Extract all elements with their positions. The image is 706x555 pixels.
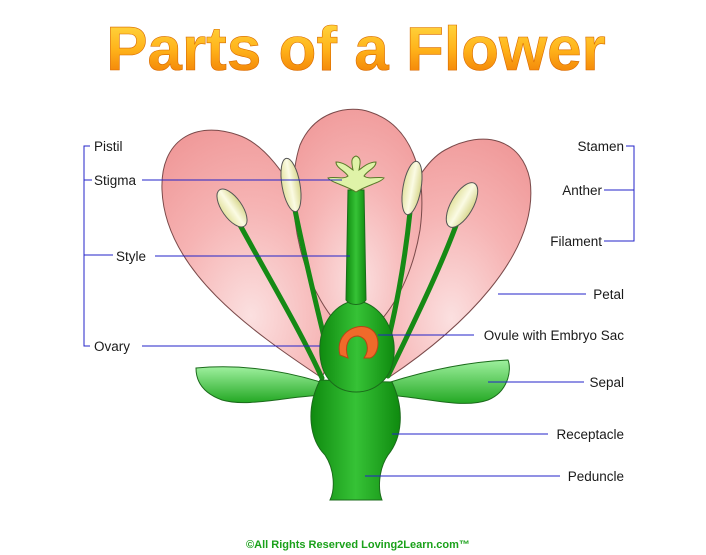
copyright-notice: ©All Rights Reserved Loving2Learn.com™ bbox=[246, 539, 470, 551]
diagram-title: Parts of a Flower bbox=[106, 15, 606, 84]
ovary bbox=[319, 299, 395, 393]
anther-4 bbox=[445, 182, 479, 228]
label-stamen: Stamen bbox=[577, 139, 624, 154]
leader-lines bbox=[142, 179, 586, 477]
label-ovule: Ovule with Embryo Sac bbox=[484, 328, 625, 343]
label-ovary: Ovary bbox=[94, 339, 130, 354]
stamen-bracket bbox=[604, 145, 635, 242]
label-receptacle: Receptacle bbox=[556, 427, 624, 442]
label-peduncle: Peduncle bbox=[568, 469, 624, 484]
receptacle-peduncle bbox=[310, 379, 401, 501]
label-petal: Petal bbox=[593, 287, 624, 302]
pistil-bracket bbox=[83, 145, 113, 347]
stigma bbox=[327, 155, 385, 193]
label-style: Style bbox=[116, 249, 146, 264]
label-anther: Anther bbox=[562, 183, 602, 198]
label-pistil: Pistil bbox=[94, 139, 123, 154]
label-sepal: Sepal bbox=[589, 375, 624, 390]
ovule bbox=[338, 325, 379, 359]
anther-2 bbox=[280, 157, 302, 213]
label-filament: Filament bbox=[550, 234, 602, 249]
label-stigma: Stigma bbox=[94, 173, 137, 188]
anther-1 bbox=[216, 188, 248, 228]
style bbox=[345, 189, 367, 305]
left-sepal bbox=[195, 366, 331, 404]
anther-3 bbox=[401, 160, 423, 216]
right-sepal bbox=[377, 359, 510, 404]
anthers bbox=[216, 157, 479, 228]
